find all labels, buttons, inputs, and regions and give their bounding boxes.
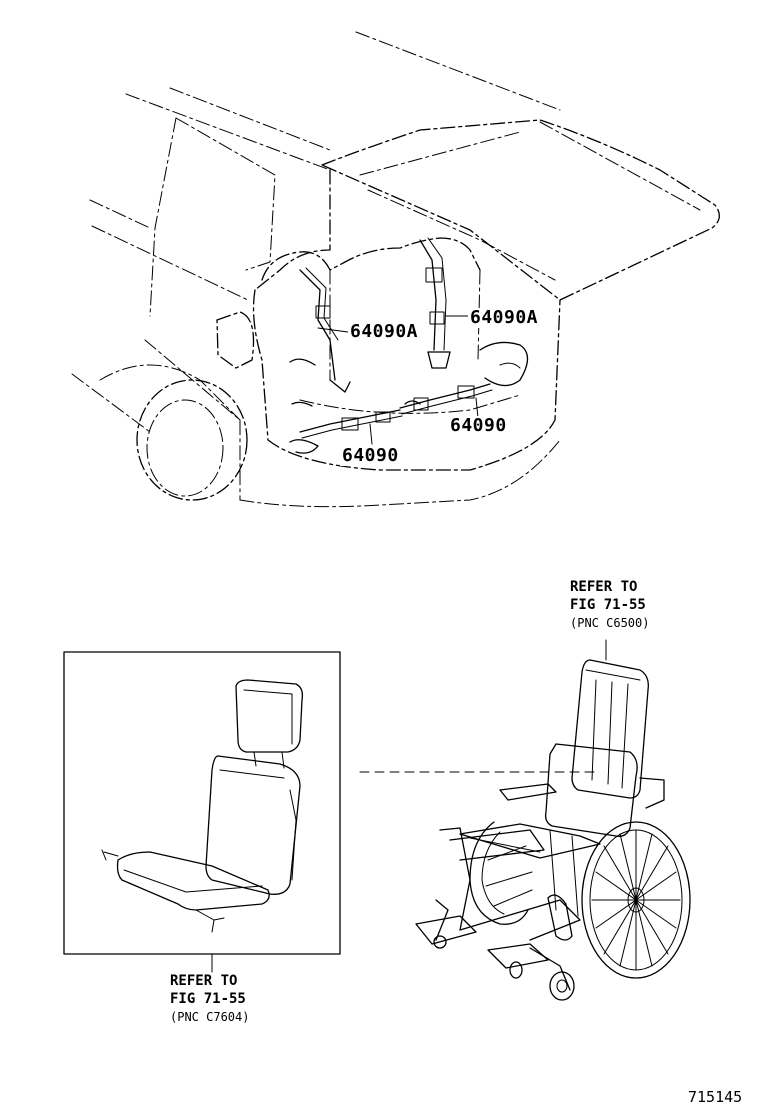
part-label-64090-left: 64090 <box>340 445 401 466</box>
part-label-64090a-left: 64090A <box>348 321 421 342</box>
tie-down-belts <box>289 237 529 454</box>
part-label-64090-right: 64090 <box>448 415 509 436</box>
figure-number: 715145 <box>688 1088 743 1106</box>
wheelchair-drawing <box>415 639 691 1001</box>
leader-lines <box>317 315 479 445</box>
wheelchair-ref-pnc: (PNC C6500) <box>570 616 650 630</box>
vehicle-rear-outline <box>71 31 720 508</box>
wheelchair-reference: REFER TO FIG 71-55 (PNC C6500) <box>570 578 649 632</box>
seat-inset-frame <box>63 651 341 955</box>
seat-reference: REFER TO FIG 71-55 (PNC C7604) <box>170 972 249 1026</box>
seat-ref-pnc: (PNC C7604) <box>170 1010 250 1024</box>
part-label-64090a-right: 64090A <box>468 307 541 328</box>
seat-ref-line2: FIG 71-55 <box>170 991 246 1007</box>
wheelchair-ref-line1: REFER TO <box>570 579 638 595</box>
wheelchair-ref-line2: FIG 71-55 <box>570 597 646 613</box>
seat-drawing <box>101 679 304 933</box>
seat-ref-line1: REFER TO <box>170 973 238 989</box>
